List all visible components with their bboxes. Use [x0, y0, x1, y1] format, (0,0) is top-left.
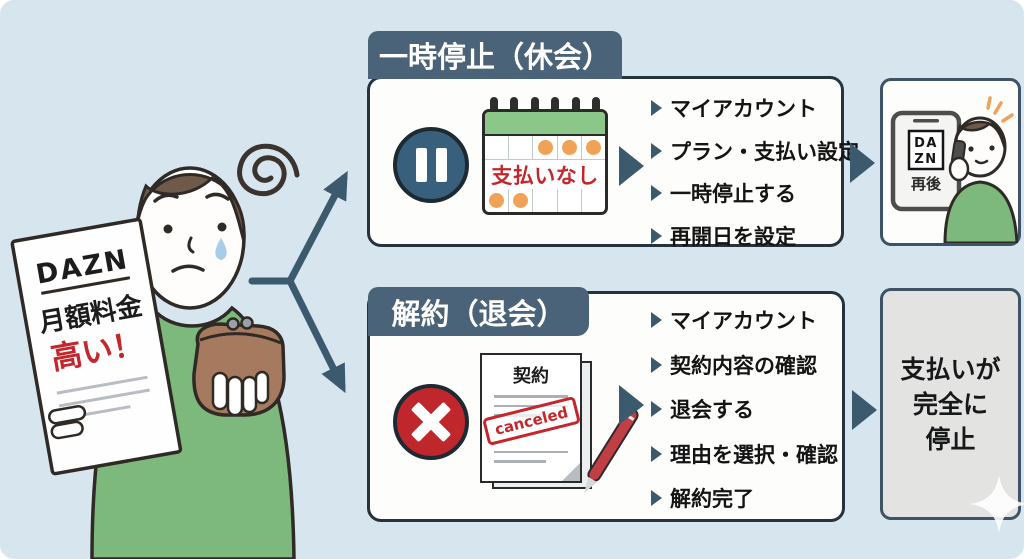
calendar-rings [490, 97, 600, 119]
excitement-lines-icon [986, 96, 1014, 123]
arrow-icon [619, 385, 644, 425]
caller-smile [974, 159, 989, 165]
pause-flow-title: 一時停止（休会） [368, 31, 622, 79]
contract-sheet: 契約 canceled [480, 353, 582, 483]
left-eye [163, 224, 173, 234]
tear-drop-icon [215, 238, 227, 260]
list-item: 退会する [651, 394, 838, 424]
step-bullet-icon [651, 142, 662, 159]
resume-caption: 再後 [911, 175, 942, 193]
dazn-logo-line1: DA [914, 136, 938, 151]
list-item: 契約内容の確認 [651, 350, 838, 380]
canceled-contract-illustration: 契約 canceled [480, 353, 642, 493]
step-label: 解約完了 [670, 487, 754, 511]
arrow-to-cancel [286, 277, 346, 394]
step-label: マイアカウント [670, 309, 817, 333]
cancel-flow-title: 解約（退会） [368, 287, 589, 336]
list-item: 再開日を設定 [651, 221, 859, 251]
worried-person-illustration: DAZN 月額料金 高い！ [10, 143, 300, 559]
right-eye [217, 222, 227, 232]
no-payment-label: 支払いなし [491, 163, 599, 188]
calendar-label-row: 支払いなし [485, 160, 605, 189]
step-label: 再開日を設定 [670, 224, 796, 249]
step-bullet-icon [651, 312, 662, 328]
paid-day-dot [513, 193, 529, 208]
step-label: 退会する [670, 398, 754, 422]
x-mark [409, 400, 453, 444]
pause-bar [415, 148, 427, 182]
list-item: 解約完了 [651, 483, 838, 513]
arrow-icon [852, 390, 877, 430]
step-bullet-icon [651, 185, 662, 201]
contract-text-line [494, 450, 568, 453]
pause-steps-list: マイアカウント プラン・支払い設定 一時停止する 再開日を設定 [651, 93, 859, 263]
list-item: プラン・支払い設定 [651, 136, 859, 166]
right-eyebrow [205, 192, 230, 201]
left-eyebrow [153, 193, 179, 203]
calendar-header [485, 112, 605, 136]
calendar-frame: 支払いなし [482, 109, 608, 215]
step-bullet-icon [651, 401, 662, 417]
list-item: マイアカウント [651, 305, 838, 335]
sparkle-icon [970, 475, 1024, 533]
resume-illustration-box: DA ZN 再後 [880, 78, 1021, 246]
nose [187, 236, 195, 254]
step-label: 理由を選択・確認 [670, 442, 838, 467]
result-text-line3: 停止 [925, 424, 976, 454]
pause-flow-title-label: 一時停止（休会） [378, 40, 611, 74]
cancel-icon [393, 384, 469, 460]
sad-mouth [171, 264, 205, 273]
step-label: マイアカウント [670, 97, 817, 121]
cancel-steps-list: マイアカウント 契約内容の確認 退会する 理由を選択・確認 解約完了 [651, 305, 838, 528]
result-box: 支払いが 完全に 停止 [880, 288, 1024, 533]
step-bullet-icon [651, 356, 662, 373]
arrow-icon [619, 146, 644, 186]
arrow-icon [850, 143, 875, 183]
caller-body [943, 180, 1018, 243]
paid-day-dot [489, 193, 505, 208]
folded-corner [560, 461, 580, 481]
caller-hair [953, 120, 1007, 150]
list-item: 理由を選択・確認 [651, 439, 838, 469]
branch-arrows [248, 170, 348, 394]
hand-on-paper [47, 405, 87, 440]
pause-icon [393, 127, 469, 203]
step-label: 契約内容の確認 [670, 353, 817, 378]
cancel-flow-title-label: 解約（退会） [391, 296, 566, 331]
hand-on-purse [211, 370, 270, 417]
calendar-week-row [485, 136, 605, 160]
resume-illustration: DA ZN 再後 [890, 96, 1018, 243]
contract-text-line [494, 460, 546, 463]
step-bullet-icon [651, 445, 662, 462]
step-label: プラン・支払い設定 [670, 139, 859, 164]
paid-day-dot [561, 140, 577, 155]
paid-day-dot [537, 140, 553, 155]
caller-hand [948, 156, 970, 182]
list-item: マイアカウント [651, 93, 859, 123]
calendar-illustration: 支払いなし [482, 97, 608, 217]
paid-day-dot [585, 140, 601, 155]
step-bullet-icon [651, 490, 662, 506]
arrow-to-pause [286, 170, 348, 285]
dazn-logo-line2: ZN [914, 152, 937, 167]
step-bullet-icon [651, 100, 662, 116]
list-item: 一時停止する [651, 178, 859, 208]
result-text-line2: 完全に [912, 389, 988, 419]
contract-text-line [494, 395, 568, 398]
pause-bar [435, 148, 447, 182]
contract-title: 契約 [513, 366, 549, 387]
step-label: 一時停止する [670, 182, 796, 206]
step-bullet-icon [651, 227, 662, 244]
dazn-logo-box [907, 129, 945, 171]
canceled-stamp: canceled [482, 395, 580, 447]
result-text-line1: 支払いが [900, 354, 1001, 384]
person-hair [134, 173, 246, 243]
confused-scribble-icon [237, 143, 300, 197]
calendar-week-row [485, 189, 605, 212]
